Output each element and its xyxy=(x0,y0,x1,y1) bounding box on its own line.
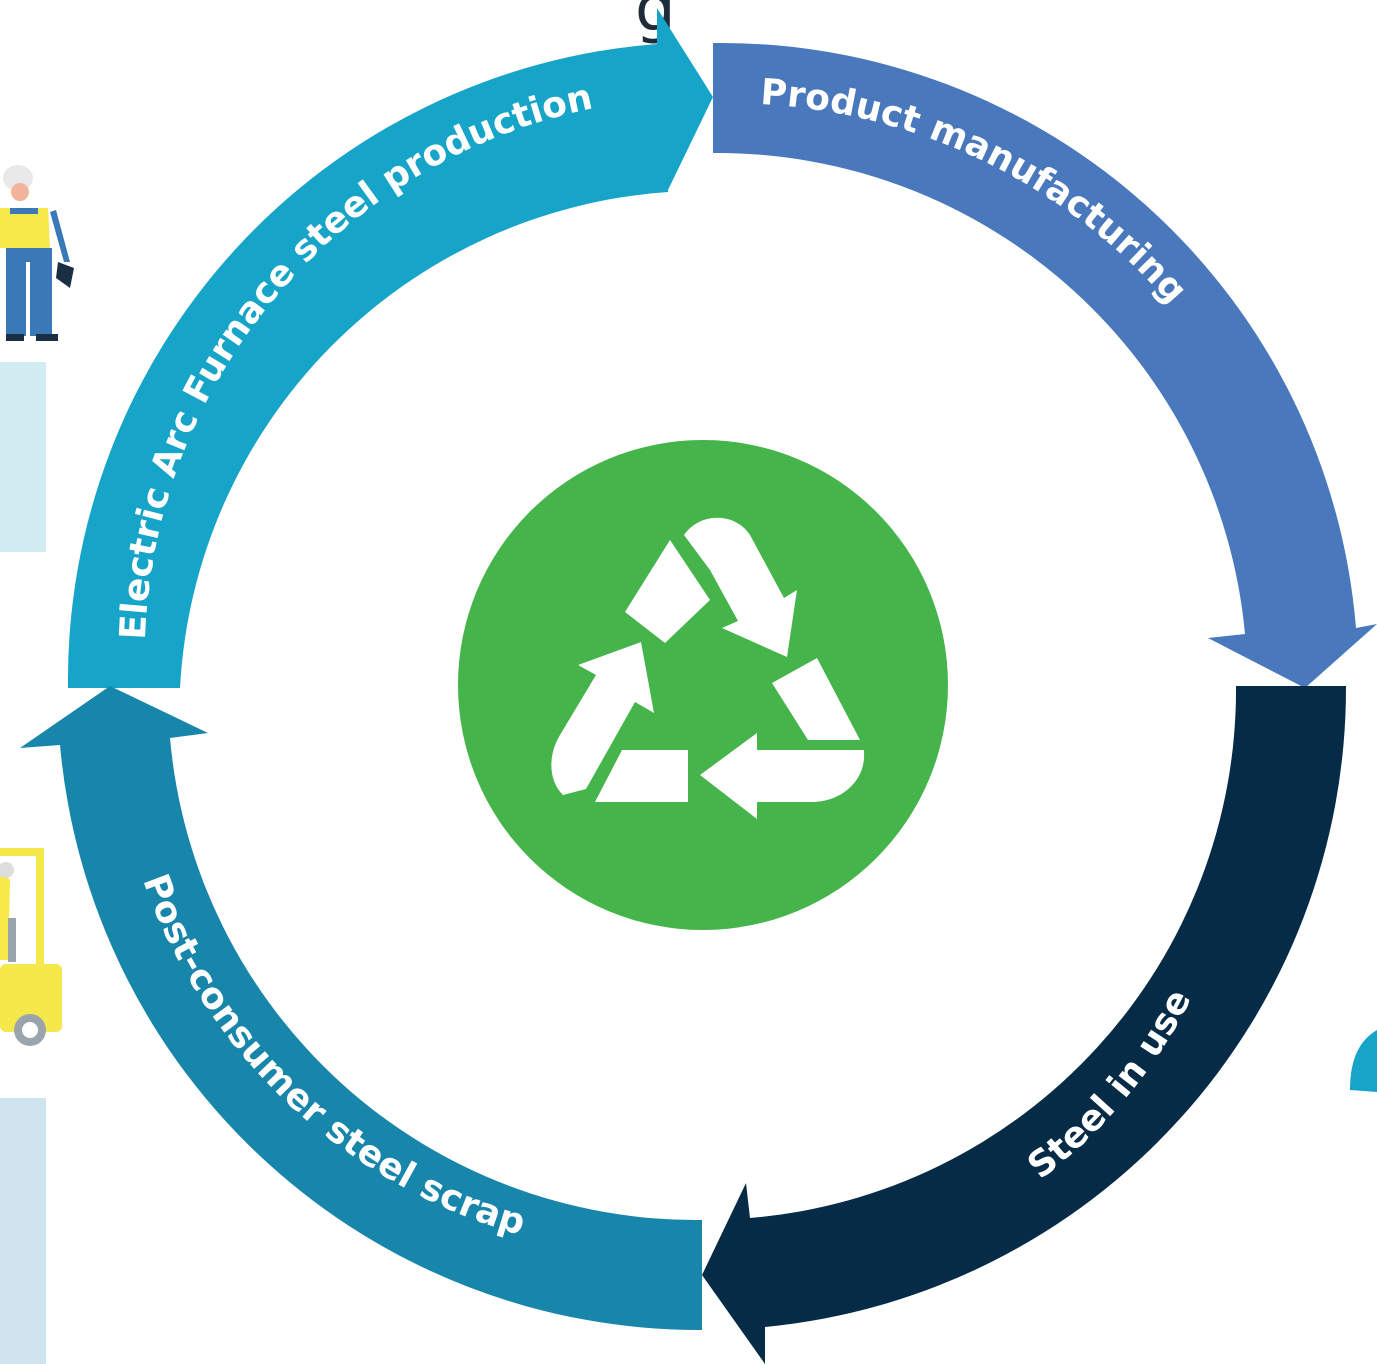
segment-scrap-arrow xyxy=(20,686,702,1331)
forklift-icon xyxy=(0,848,62,1046)
side-panel-top xyxy=(0,362,46,552)
segment-eaf-arrow xyxy=(67,8,713,688)
segment-manufacturing-arrow xyxy=(713,42,1377,688)
recycle-icon xyxy=(551,517,865,819)
drop-icon xyxy=(1350,1030,1377,1092)
worker-icon xyxy=(0,165,74,341)
segment-in-use-arrow xyxy=(702,686,1347,1364)
side-panel-bottom xyxy=(0,1098,46,1364)
center-circle xyxy=(458,440,948,930)
